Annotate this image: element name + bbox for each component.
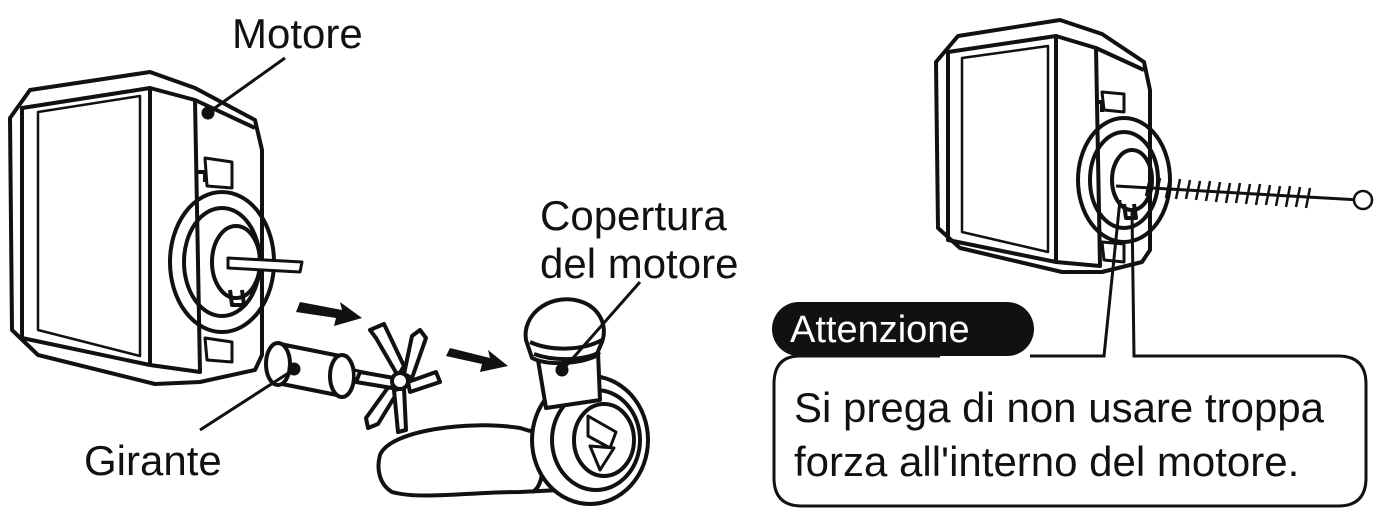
leader-lines-left	[199, 56, 642, 432]
cover-label-line1: Copertura	[540, 192, 727, 239]
note-line-2: forza all'interno del motore.	[794, 438, 1299, 485]
motion-arrows	[296, 302, 508, 372]
cleaning-brush	[1115, 177, 1374, 211]
attention-callout	[772, 199, 1368, 508]
impeller-label: Girante	[84, 437, 222, 484]
motor-label: Motore	[232, 10, 363, 57]
motor-cover	[376, 297, 650, 506]
attention-badge-label: Attenzione	[790, 309, 970, 351]
attention-badge	[772, 302, 1034, 356]
motor-body-left	[8, 70, 304, 386]
note-line-1: Si prega di non usare troppa	[794, 384, 1325, 431]
impeller	[264, 322, 442, 434]
motor-body-right	[934, 18, 1172, 274]
cover-label-line2: del motore	[540, 240, 738, 287]
